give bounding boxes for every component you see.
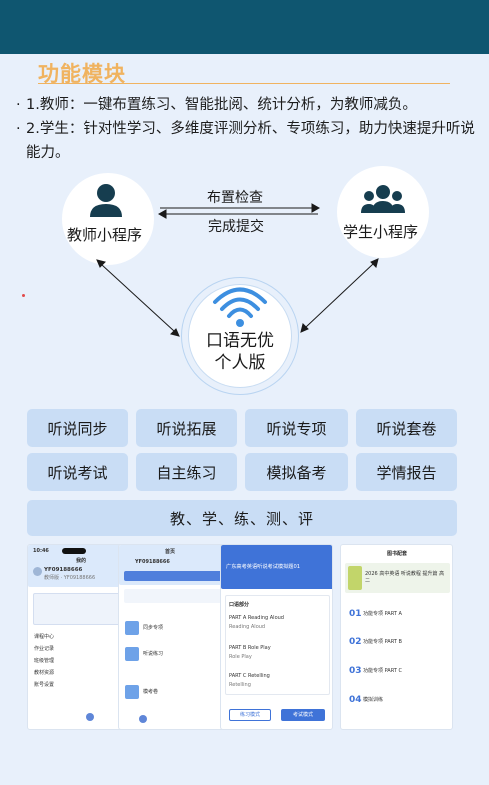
bullet-teacher: ·1.教师：一键布置练习、智能批阅、统计分析，为教师减负。 [16, 97, 417, 113]
item-icon-1 [125, 621, 139, 635]
center-label: 口语无优 个人版 [206, 331, 274, 373]
feature-5[interactable]: 听说考试 [27, 453, 128, 491]
screen-home: 首页 YF09188666 同步专项 听说练习 模考卷 [118, 544, 231, 730]
feature-4[interactable]: 听说套卷 [356, 409, 457, 447]
item-icon-3 [125, 685, 139, 699]
part-card [225, 595, 330, 695]
banner-bar: 教、学、练、测、评 [27, 500, 457, 536]
feature-6[interactable]: 自主练习 [136, 453, 237, 491]
feature-2[interactable]: 听说拓展 [136, 409, 237, 447]
arrow-teacher-center [101, 264, 175, 332]
section-title: 功能模块 [38, 62, 126, 86]
center-ring [181, 277, 299, 395]
screen-exam: 广东高考英语听说考试模拟题01 口语部分 PART A Reading Alou… [220, 544, 333, 730]
exam-mode-button[interactable]: 考试模式 [281, 709, 325, 721]
blue-bar [124, 571, 227, 581]
feature-3[interactable]: 听说专项 [245, 409, 348, 447]
bullet-student: ·2.学生：针对性学习、多维度评测分析、专项练习，助力快速提升听说能力。 [16, 121, 475, 161]
notch [62, 548, 86, 554]
screen-header [221, 545, 332, 589]
feature-8[interactable]: 学情报告 [356, 453, 457, 491]
arrow-bottom-label: 完成提交 [208, 219, 264, 235]
bullet-list: ·1.教师：一键布置练习、智能批阅、统计分析，为教师减负。 ·2.学生：针对性学… [16, 93, 476, 165]
notice-bar [124, 589, 227, 603]
screen-book: 图书配套 2026 高中英语 听说教程 提升篇 高二 01 功能专项 PART … [340, 544, 453, 730]
marker-dot [22, 294, 25, 297]
top-banner [0, 0, 489, 54]
title-underline [38, 83, 450, 84]
practice-mode-button[interactable]: 练习模式 [229, 709, 271, 721]
teacher-label: 教师小程序 [67, 226, 143, 244]
student-node [337, 166, 429, 258]
avatar [33, 567, 42, 576]
teacher-node [62, 173, 154, 265]
tab-icon [139, 715, 147, 723]
item-icon-2 [125, 647, 139, 661]
arrow-top-label: 布置检查 [207, 190, 263, 206]
tab-icon [86, 713, 94, 721]
feature-7[interactable]: 模拟备考 [245, 453, 348, 491]
book-cover [348, 566, 362, 590]
book-card [345, 563, 450, 593]
feature-1[interactable]: 听说同步 [27, 409, 128, 447]
arrow-student-center [305, 263, 374, 328]
student-label: 学生小程序 [343, 223, 419, 241]
